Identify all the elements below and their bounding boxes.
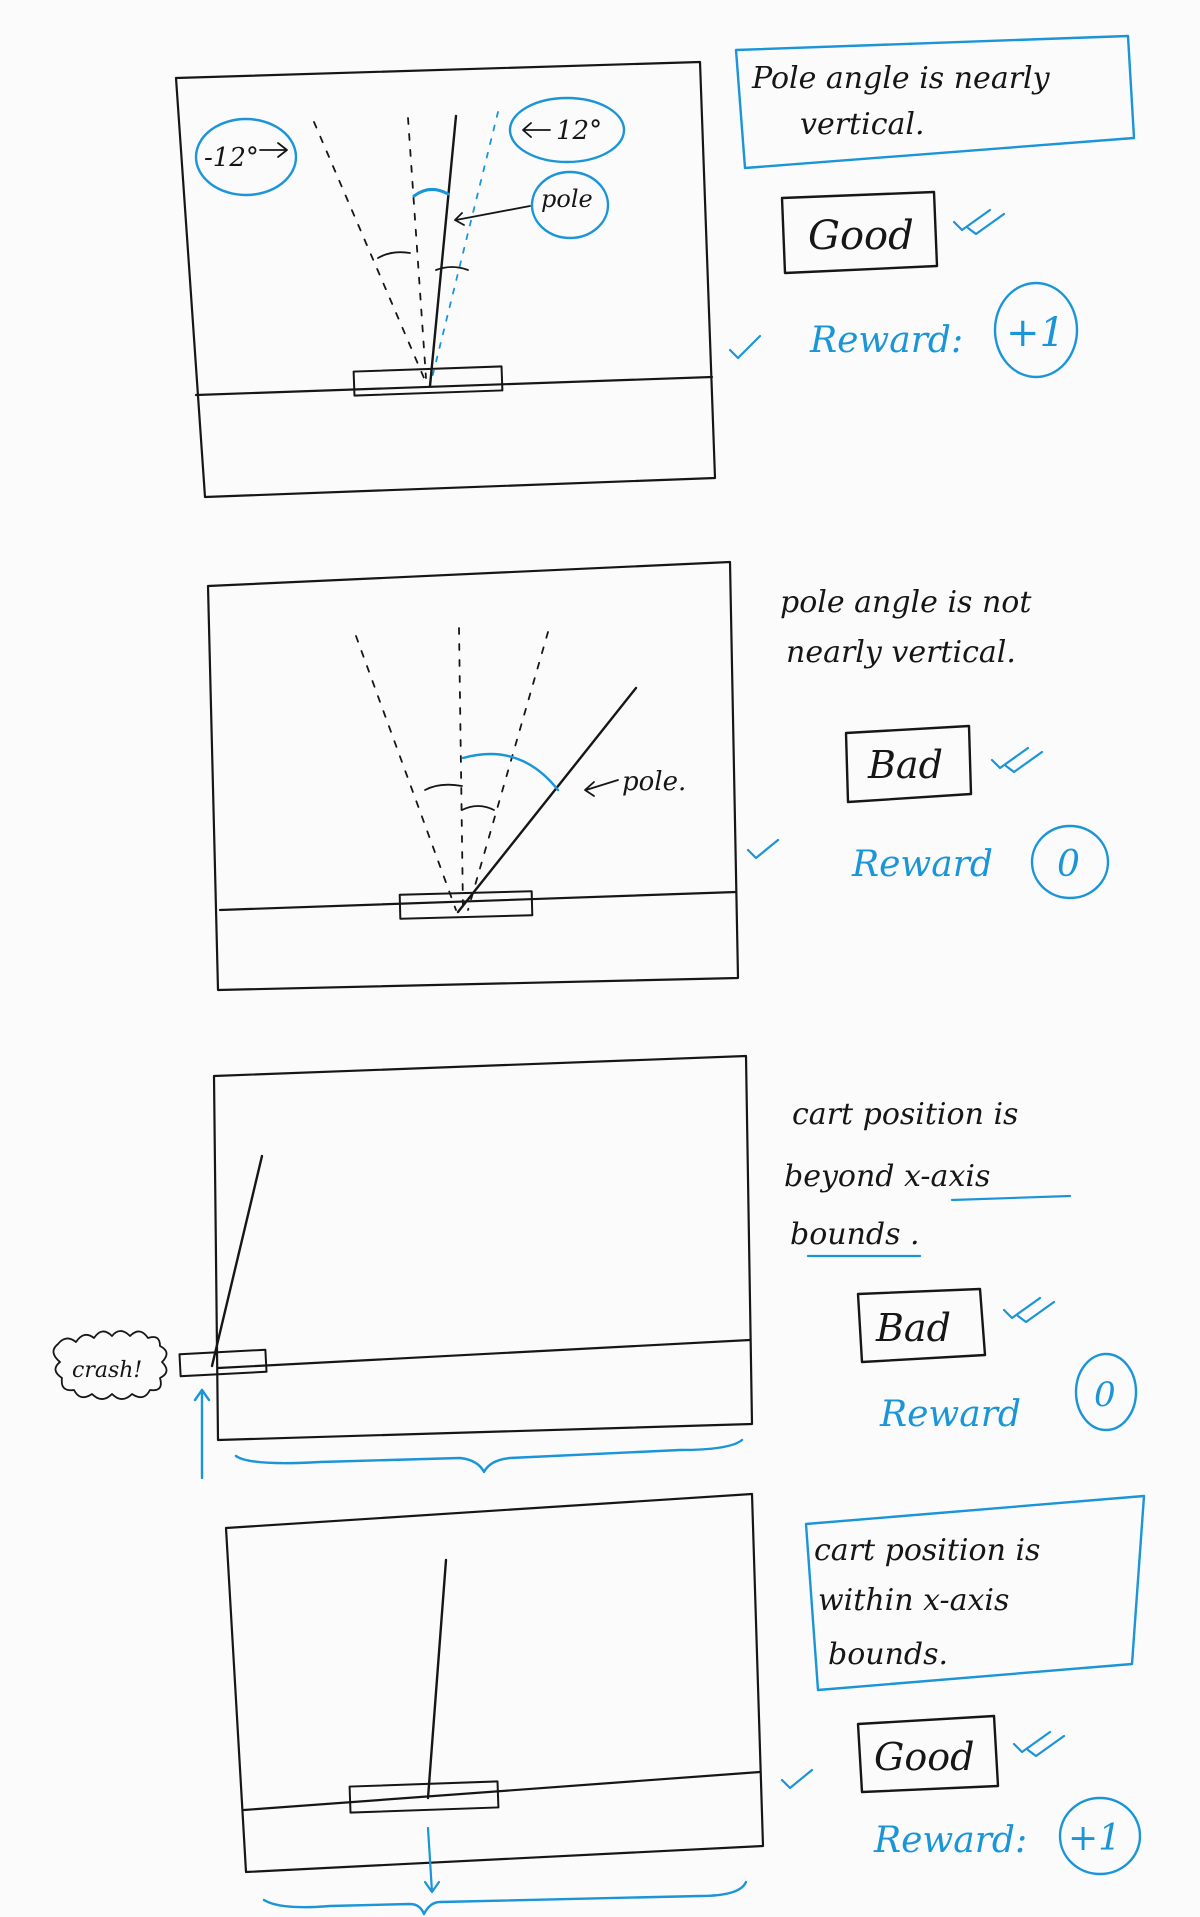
scene-frame — [224, 1492, 765, 1874]
x-axis-brace — [234, 1438, 744, 1474]
condition-line-2: vertical. — [800, 107, 925, 142]
double-check-icon — [1012, 1730, 1066, 1758]
condition-line-1: pole angle is not — [780, 585, 1032, 620]
reward-value: 0 — [1057, 844, 1080, 885]
verdict-label: Good — [874, 1735, 974, 1779]
angle-arc-right — [435, 266, 469, 271]
angle-arcs — [424, 783, 495, 811]
verdict-box: Bad — [844, 724, 973, 804]
angle-limit-line-right — [431, 111, 499, 379]
right-angle-label: 12° — [556, 116, 602, 146]
cart — [398, 890, 534, 920]
cart — [352, 365, 504, 397]
condition-line-2: within x-axis — [818, 1583, 1009, 1618]
reward-label: Reward: — [873, 1820, 1027, 1861]
condition-line-1: Pole angle is nearly — [751, 61, 1051, 96]
reward-label: Reward — [879, 1394, 1021, 1435]
arrow-left-icon — [522, 122, 551, 138]
condition-line-1: cart position is — [792, 1097, 1018, 1132]
panel-pole-vertical: -12° 12° pole Pole angle is nearly verti… — [174, 34, 1136, 499]
x-axis-brace — [262, 1880, 748, 1916]
up-arrow-icon — [193, 1388, 211, 1480]
crash-burst — [52, 1330, 168, 1400]
reward-circle — [993, 281, 1079, 379]
condition-box: cart position is within x-axis bounds. — [804, 1494, 1146, 1692]
track-line — [194, 375, 714, 397]
reward-circle — [1074, 1352, 1138, 1432]
reward-circle — [1030, 824, 1110, 900]
arrow-right-icon — [259, 142, 288, 158]
arrow-left-icon — [454, 205, 531, 226]
track-line — [242, 1770, 762, 1812]
reward-value: +1 — [1068, 1818, 1121, 1859]
double-check-icon — [1002, 1296, 1056, 1324]
pole — [456, 686, 638, 914]
reward-label: Reward — [851, 844, 993, 885]
pole-label: pole. — [622, 767, 686, 797]
scene-frame — [212, 1054, 754, 1442]
cart — [348, 1780, 500, 1814]
double-check-icon — [990, 746, 1044, 774]
pole — [210, 1154, 264, 1368]
cart — [178, 1348, 268, 1378]
pole — [426, 1558, 448, 1800]
left-angle-label: -12° — [204, 143, 259, 173]
verdict-label: Bad — [867, 743, 943, 787]
check-icon — [728, 334, 762, 360]
condition-line-2: nearly vertical. — [786, 635, 1016, 670]
condition-box: Pole angle is nearly vertical. — [734, 34, 1136, 170]
arrow-left-icon — [584, 779, 619, 797]
pole — [428, 114, 458, 388]
left-angle-callout: -12° — [194, 117, 298, 197]
panel-cart-in-bounds: cart position is within x-axis bounds. G… — [224, 1492, 1146, 1916]
angle-limit-lines — [313, 117, 427, 379]
reward-value: +1 — [1006, 310, 1065, 356]
double-check-icon — [952, 208, 1006, 236]
scene-frame — [206, 560, 740, 992]
verdict-box: Good — [780, 190, 939, 275]
angle-limit-lines — [355, 627, 549, 911]
right-angle-callout: 12° — [508, 96, 626, 164]
reward-label: Reward: — [809, 320, 963, 361]
down-arrow-icon — [423, 1826, 441, 1894]
verdict-box: Bad — [856, 1287, 987, 1364]
angle-arc-left — [377, 251, 411, 259]
condition-line-1: cart position is — [814, 1533, 1040, 1568]
scene-frame — [174, 60, 717, 499]
track-line — [218, 890, 738, 912]
check-icon — [746, 838, 780, 860]
track-line — [216, 1338, 752, 1370]
check-icon — [780, 1768, 814, 1790]
reward-circle — [1058, 1796, 1142, 1876]
condition-line-3: bounds . — [790, 1217, 920, 1252]
verdict-label: Good — [808, 213, 914, 259]
verdict-label: Bad — [875, 1306, 951, 1350]
reward-value: 0 — [1094, 1375, 1116, 1415]
pole-callout: pole — [454, 170, 610, 240]
angle-arc-pole — [461, 752, 560, 792]
condition-line-2: beyond x-axis — [784, 1159, 990, 1194]
verdict-box: Good — [856, 1714, 1000, 1794]
pole-label: pole — [541, 185, 593, 213]
crash-label: crash! — [72, 1358, 142, 1383]
vertical-arc — [412, 188, 450, 198]
panel-pole-not-vertical: pole. pole angle is not nearly vertical.… — [206, 560, 1110, 992]
underline-x-axis — [950, 1194, 1072, 1202]
condition-line-3: bounds. — [828, 1637, 948, 1672]
panel-cart-out-of-bounds: crash! cart position is beyond x-axis bo… — [52, 1054, 1138, 1480]
